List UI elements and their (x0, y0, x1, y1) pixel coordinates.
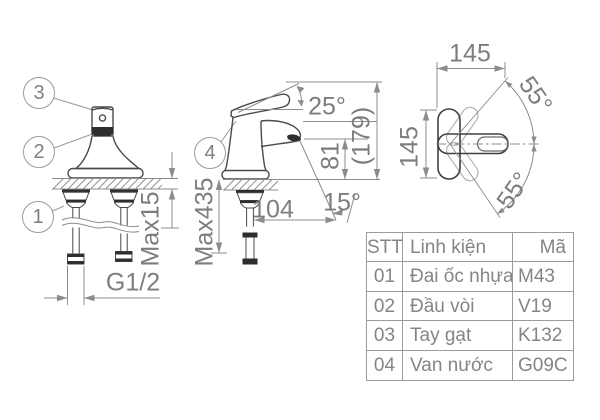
table-row-4-part: Van nước (403, 350, 513, 380)
callout-2: 2 (33, 141, 45, 163)
front-faucet-body (221, 93, 302, 180)
dim-81-lines (304, 138, 368, 180)
table-row-2-part: Đầu vòi (403, 291, 513, 322)
front-tailpiece (236, 190, 264, 265)
table-row-2-stt: 02 (367, 291, 403, 322)
dim-max15-label: Max15 (136, 191, 165, 267)
angle-15-lines (299, 140, 356, 224)
side-view-linework (22, 77, 179, 305)
dim-max435-label: Max435 (190, 177, 219, 267)
callout-3: 3 (33, 82, 45, 104)
dim-179-label: (179) (347, 106, 376, 166)
dim-145-left-lines (420, 109, 437, 179)
angle-25-lines (236, 83, 377, 122)
dim-145-left-label: 145 (395, 126, 424, 168)
table-row-2-code: V19 (513, 292, 573, 322)
callout-balloons-side (22, 77, 96, 233)
dim-145-top-lines (436, 62, 506, 108)
table-row-4-code: G09C (518, 354, 568, 376)
parts-table-header-stt: STT (367, 233, 403, 263)
table-row-4-stt: 04 (367, 350, 403, 380)
dim-81-label: 81 (316, 142, 345, 170)
table-row-1-code: M43 (513, 262, 573, 292)
side-faucet-body (67, 106, 144, 179)
parts-table-header-part: Linh kiện (403, 233, 513, 263)
callout-1: 1 (32, 206, 44, 228)
table-row-1-part: Đai ốc nhựa (403, 262, 513, 292)
callout-4: 4 (204, 142, 216, 164)
table-row-3-part: Tay gạt (403, 321, 513, 351)
dim-104-lines (254, 216, 336, 224)
side-tailpieces (61, 189, 140, 265)
dim-g12-label: G1/2 (105, 268, 161, 297)
top-view-linework (420, 62, 541, 218)
dim-104-label: 104 (252, 195, 294, 224)
table-row-1-stt: 01 (367, 262, 403, 292)
dim-g12-lines (44, 266, 160, 305)
front-view-linework (194, 81, 382, 265)
parts-table: STT Linh kiện Mã 01 Đai ốc nhựa M43 02 Đ… (366, 232, 574, 381)
dim-145-top-label: 145 (449, 39, 491, 68)
table-row-3-stt: 03 (367, 321, 403, 351)
parts-table-header-code: Mã (513, 233, 573, 263)
dim-max15-lines (161, 152, 179, 229)
top-swing-radius-lines (449, 77, 509, 218)
callout-balloon-front (194, 120, 237, 169)
dim-179-lines (286, 81, 382, 180)
angle-15-label: 15° (323, 188, 361, 217)
top-swing-arcs (496, 80, 537, 215)
angle-25-label: 25° (308, 92, 346, 121)
side-counter (52, 177, 178, 190)
dim-max435-lines (211, 179, 227, 254)
table-row-3-code: K132 (513, 321, 573, 351)
